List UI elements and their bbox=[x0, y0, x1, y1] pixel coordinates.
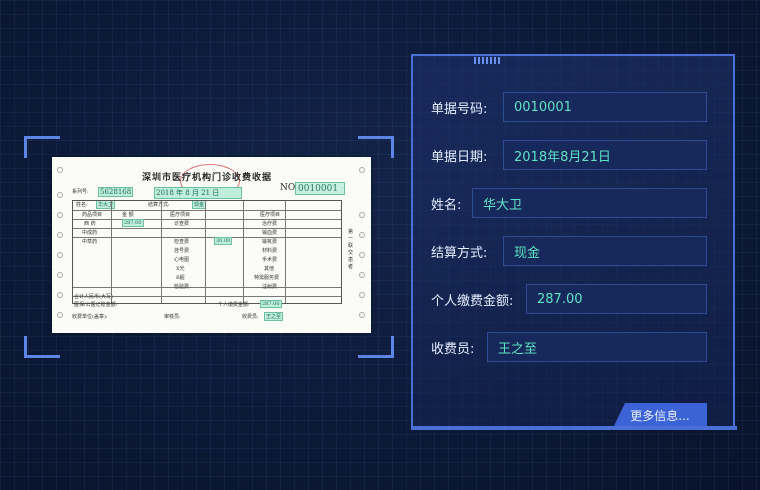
payee-unit: 收费单位(盖章): bbox=[72, 314, 108, 320]
punch-hole bbox=[359, 232, 365, 238]
panel-bottom-line bbox=[411, 426, 737, 430]
receipt-table bbox=[72, 200, 342, 304]
row-herbal: 中草药 bbox=[82, 239, 98, 245]
exam-amount: 30.00 bbox=[214, 237, 233, 245]
personal-pay-label: 个人缴费金额: bbox=[218, 302, 250, 308]
reviewer: 审核员: bbox=[164, 314, 181, 320]
surgery-fee: 手术费 bbox=[262, 257, 278, 263]
punch-hole bbox=[359, 212, 365, 218]
panel-decoration-stripes bbox=[474, 57, 500, 64]
scan-frame bbox=[24, 136, 394, 358]
cashier-field[interactable]: 王之至 bbox=[487, 332, 707, 362]
frame-corner-top-left bbox=[24, 136, 60, 158]
row-cashier: 收费员: bbox=[431, 332, 474, 362]
exam-fee: 检查费 bbox=[174, 239, 190, 245]
receipt-no-value: 0010001 bbox=[295, 182, 345, 195]
xray: X光 bbox=[176, 266, 185, 272]
col-drug: 药品项目 bbox=[82, 212, 103, 218]
receipt-no-field[interactable]: 0010001 bbox=[503, 92, 707, 122]
row-receipt-no: 单据号码: bbox=[431, 92, 487, 122]
col-medical: 医疗项目 bbox=[170, 212, 191, 218]
diag-fee: 诊查费 bbox=[174, 221, 190, 227]
special-fee: 特需服务费 bbox=[254, 275, 280, 281]
receipt-date-label: 单据日期: bbox=[431, 149, 488, 165]
punch-hole bbox=[359, 312, 365, 318]
frame-corner-bottom-left bbox=[24, 336, 60, 358]
punch-hole bbox=[359, 252, 365, 258]
other-fee: 其他 bbox=[264, 266, 275, 272]
row-personal-pay: 个人缴费金额: bbox=[431, 284, 513, 314]
cashier-value: 王之至 bbox=[264, 312, 284, 321]
personal-pay-field[interactable]: 287.00 bbox=[526, 284, 707, 314]
reg-fee: 挂号费 bbox=[174, 248, 190, 254]
bscan: B超 bbox=[176, 275, 185, 281]
receipt-no-label: 单据号码: bbox=[431, 101, 488, 117]
settle-label: 结算方式: bbox=[431, 245, 488, 261]
name-label: 姓名: bbox=[431, 197, 462, 213]
punch-hole bbox=[57, 192, 63, 198]
lab-fee: 检验费 bbox=[174, 284, 190, 290]
receipt-name-label: 姓名: bbox=[76, 202, 88, 208]
punch-hole bbox=[359, 167, 365, 173]
punch-hole bbox=[57, 212, 63, 218]
receipt-no-label: NO bbox=[280, 183, 296, 193]
injection-fee: 注射费 bbox=[262, 284, 278, 290]
receipt-title: 深圳市医疗机构门诊收费收据 bbox=[142, 173, 273, 183]
receipt-serial-label: 系列号: bbox=[72, 189, 89, 195]
cashier-label: 收费员: bbox=[242, 314, 259, 320]
punch-hole bbox=[359, 272, 365, 278]
row-name: 姓名: bbox=[431, 188, 461, 218]
receipt-date-field[interactable]: 2018年8月21日 bbox=[503, 140, 707, 170]
row-chinese-patent: 中成药 bbox=[82, 230, 98, 236]
col-amount: 金 额 bbox=[122, 212, 134, 218]
punch-hole bbox=[57, 272, 63, 278]
col-medical-2: 医疗项目 bbox=[260, 212, 281, 218]
side-note: 第一联交患者 bbox=[348, 229, 354, 270]
name-field[interactable]: 华大卫 bbox=[472, 188, 707, 218]
oxygen-fee: 输氧费 bbox=[262, 239, 278, 245]
receipt-settle-label: 结算方式: bbox=[148, 202, 170, 208]
settle-field[interactable]: 现金 bbox=[503, 236, 707, 266]
punch-hole bbox=[57, 167, 63, 173]
personal-pay-value: 287.00 bbox=[260, 300, 282, 308]
western-amount: 287.00 bbox=[122, 219, 144, 227]
insurance-label: 医保/公医记账金额: bbox=[74, 302, 118, 308]
ecg: 心电图 bbox=[174, 257, 190, 263]
transfusion-fee: 输血费 bbox=[262, 230, 278, 236]
frame-corner-top-right bbox=[358, 136, 394, 158]
row-settle: 结算方式: bbox=[431, 236, 487, 266]
receipt-image: 深圳市医疗机构门诊收费收据 系列号: 5628168 2018 年 8 月 21… bbox=[52, 157, 371, 333]
punch-hole bbox=[359, 292, 365, 298]
row-receipt-date: 单据日期: bbox=[431, 140, 487, 170]
receipt-serial-value: 5628168 bbox=[98, 187, 134, 197]
more-info-button[interactable]: 更多信息... bbox=[613, 403, 707, 428]
punch-hole bbox=[57, 252, 63, 258]
personal-pay-label: 个人缴费金额: bbox=[431, 293, 514, 309]
punch-hole bbox=[57, 232, 63, 238]
receipt-date-value: 2018 年 8 月 21 日 bbox=[154, 187, 242, 199]
cashier-label: 收费员: bbox=[431, 341, 475, 357]
total-label: 合计人民币(大写) bbox=[74, 294, 113, 300]
treat-fee: 治疗费 bbox=[262, 221, 278, 227]
punch-hole bbox=[57, 312, 63, 318]
material-fee: 材料费 bbox=[262, 248, 278, 254]
punch-hole bbox=[57, 292, 63, 298]
frame-corner-bottom-right bbox=[358, 336, 394, 358]
row-western: 西 药 bbox=[84, 221, 96, 227]
